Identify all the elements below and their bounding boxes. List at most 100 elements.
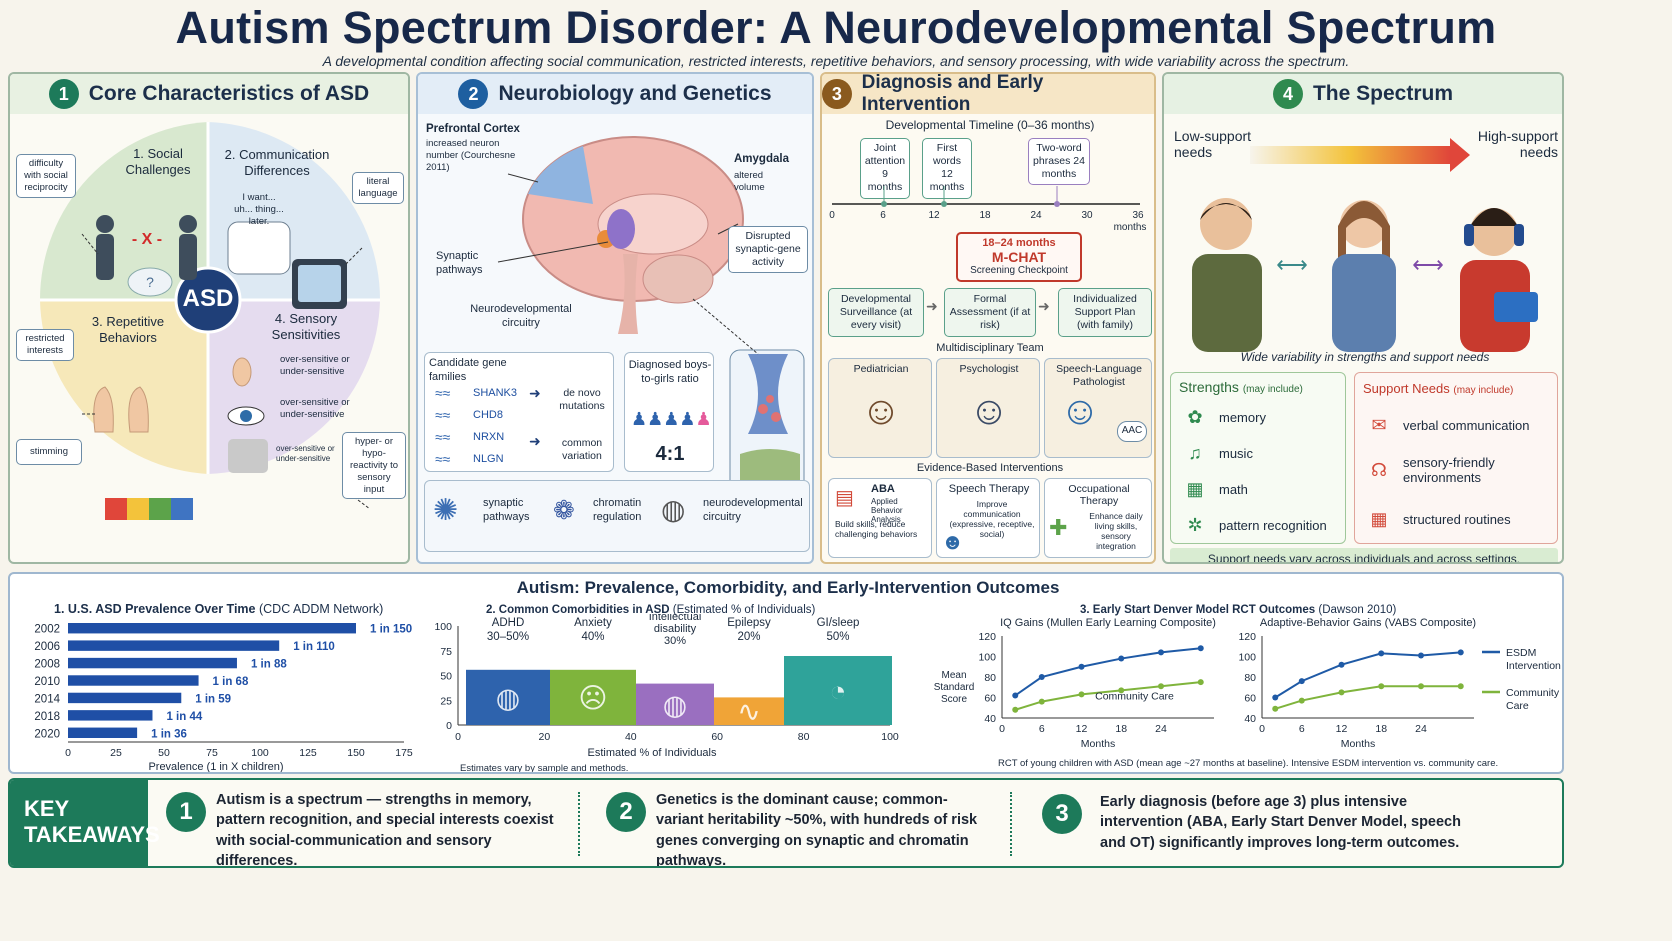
strength-item: ✲pattern recognition <box>1181 511 1327 539</box>
x-axis-label: Estimated % of Individuals <box>587 747 717 759</box>
chart3-title: 3. Early Start Denver Model RCT Outcomes… <box>1080 604 1396 616</box>
x-tick-label: 6 <box>1299 723 1305 735</box>
person-icon <box>96 215 197 280</box>
milestone-joint-attention: Joint attention 9 months <box>860 138 910 199</box>
y-tick-label: 100 <box>978 652 996 664</box>
comorbidity-name: Anxiety <box>574 617 612 629</box>
arrow-right-icon: ➜ <box>1038 298 1050 314</box>
comorbidity-bar <box>784 656 892 725</box>
y-tick-label: 0 <box>446 720 452 732</box>
x-tick-label: 60 <box>711 731 723 743</box>
dna-icon: ≈≈ <box>435 451 451 467</box>
year-label: 2018 <box>34 711 60 723</box>
pfc-title: Prefrontal Cortex <box>426 123 520 135</box>
timeline-tick: 12 <box>928 210 940 221</box>
divider <box>1010 792 1012 856</box>
aba-title: ABA <box>871 483 895 495</box>
comorbidity-bar <box>550 669 636 725</box>
strength-label: pattern recognition <box>1219 517 1327 533</box>
quadrant-title-communication: 2. Communication Differences <box>224 147 330 179</box>
data-point <box>1338 661 1345 668</box>
strength-label: memory <box>1219 409 1266 425</box>
needs-title-text: Support Needs <box>1363 381 1450 396</box>
stats-section: Autism: Prevalence, Comorbidity, and Ear… <box>8 572 1564 774</box>
svg-text:?: ? <box>146 274 154 290</box>
bar-value-label: 1 in 36 <box>151 728 187 740</box>
x-axis-label: Prevalence (1 in X children) <box>148 761 283 773</box>
comorbidity-bar <box>714 697 784 725</box>
data-point <box>1197 679 1204 686</box>
puzzle-icon: ✚ <box>1049 515 1068 540</box>
callout-hyper-hypo: hyper- or hypo-reactivity to sensory inp… <box>342 432 406 500</box>
data-point <box>1418 683 1424 690</box>
takeaway-number: 3 <box>1042 794 1082 834</box>
series-line <box>1014 647 1201 697</box>
x-tick-label: 6 <box>1039 723 1045 735</box>
y-axis-label: Standard <box>934 682 975 693</box>
cerebellum <box>642 254 714 304</box>
timeline-tick: 30 <box>1081 210 1093 221</box>
need-item: ☊sensory-friendly environments <box>1365 455 1555 485</box>
x-tick-label: 100 <box>881 731 899 743</box>
data-point <box>1378 683 1385 690</box>
x-tick-label: 0 <box>999 723 1005 735</box>
panel-spectrum: 4 The Spectrum Low-support needs High-su… <box>1162 72 1564 564</box>
x-tick-label: 150 <box>347 747 365 759</box>
data-point <box>1418 652 1424 659</box>
chart2-subtitle: (Estimated % of Individuals) <box>672 604 816 616</box>
chart1-title-text: 1. U.S. ASD Prevalence Over Time <box>54 602 256 616</box>
timeline-title: Developmental Timeline (0–36 months) <box>885 118 1095 132</box>
toy-block <box>149 498 171 520</box>
chart3-title-text: 3. Early Start Denver Model RCT Outcomes <box>1080 604 1316 616</box>
gene-1: SHANK3 <box>473 387 518 399</box>
ot-text: Enhance daily living skills, sensory int… <box>1089 511 1143 551</box>
strengths-note: (may include) <box>1242 384 1303 395</box>
ot-title: Occupational Therapy <box>1068 483 1130 507</box>
y-tick-label: 75 <box>440 646 452 658</box>
prevalence-bar <box>68 692 182 704</box>
data-point <box>1012 706 1019 713</box>
brainstem <box>618 254 638 334</box>
data-point <box>1197 645 1204 652</box>
x-tick-label: 20 <box>539 731 551 743</box>
comorbidity-name: GI/sleep <box>817 617 860 629</box>
prevalence-bar <box>68 727 138 738</box>
comorbidity-bar <box>466 669 550 725</box>
aac-bubble: AAC <box>1117 421 1147 442</box>
team-slp: Speech-Language Pathologist ☺ AAC <box>1044 358 1152 458</box>
panel-neurobiology: 2 Neurobiology and Genetics Prefrontal C… <box>416 72 814 564</box>
ratio-value: 4:1 <box>655 443 685 465</box>
comorbidity-value: 50% <box>826 631 849 643</box>
support-arrow-head <box>1450 138 1470 172</box>
takeaway-number: 1 <box>166 792 206 832</box>
amygdala-text: altered volume <box>734 170 765 193</box>
support-gradient-arrow <box>1250 146 1450 164</box>
timeline-tick: 24 <box>1030 210 1042 221</box>
x-tick-label: 12 <box>1336 723 1348 735</box>
panel-title: IQ Gains (Mullen Early Learning Composit… <box>1000 617 1216 629</box>
year-label: 2020 <box>34 728 60 740</box>
year-label: 2010 <box>34 676 60 688</box>
psychologist-icon: ☺ <box>968 389 1010 433</box>
need-label: sensory-friendly environments <box>1403 455 1495 485</box>
quadrant-sensory <box>208 300 380 474</box>
chart2-title-text: 2. Common Comorbidities in ASD <box>486 604 670 616</box>
data-point <box>1298 678 1305 685</box>
timeline-unit: months <box>1113 222 1147 233</box>
milestone-first-words: First words 12 months <box>922 138 972 199</box>
x-tick-label: 24 <box>1155 723 1167 735</box>
mchat-checkpoint: 18–24 months M-CHAT Screening Checkpoint <box>956 232 1082 282</box>
y-tick-label: 50 <box>440 671 452 683</box>
legend-label: ESDM <box>1506 647 1536 659</box>
chart1-title: 1. U.S. ASD Prevalence Over Time (CDC AD… <box>54 602 383 616</box>
comorbidity-name: ADHD <box>492 617 525 629</box>
pathway-chromatin: chromatin regulation <box>593 497 642 523</box>
bar-value-label: 1 in 44 <box>166 711 202 723</box>
comorbidity-name: Epilepsy <box>727 617 771 629</box>
slp-icon: ☺ <box>1059 389 1101 433</box>
stats-section-title: Autism: Prevalence, Comorbidity, and Ear… <box>516 578 1060 597</box>
x-tick-label: 80 <box>798 731 810 743</box>
genes-title: Candidate gene families <box>429 357 507 383</box>
quadrant-repetitive <box>40 300 208 474</box>
comorbidity-name: disability <box>654 623 697 635</box>
